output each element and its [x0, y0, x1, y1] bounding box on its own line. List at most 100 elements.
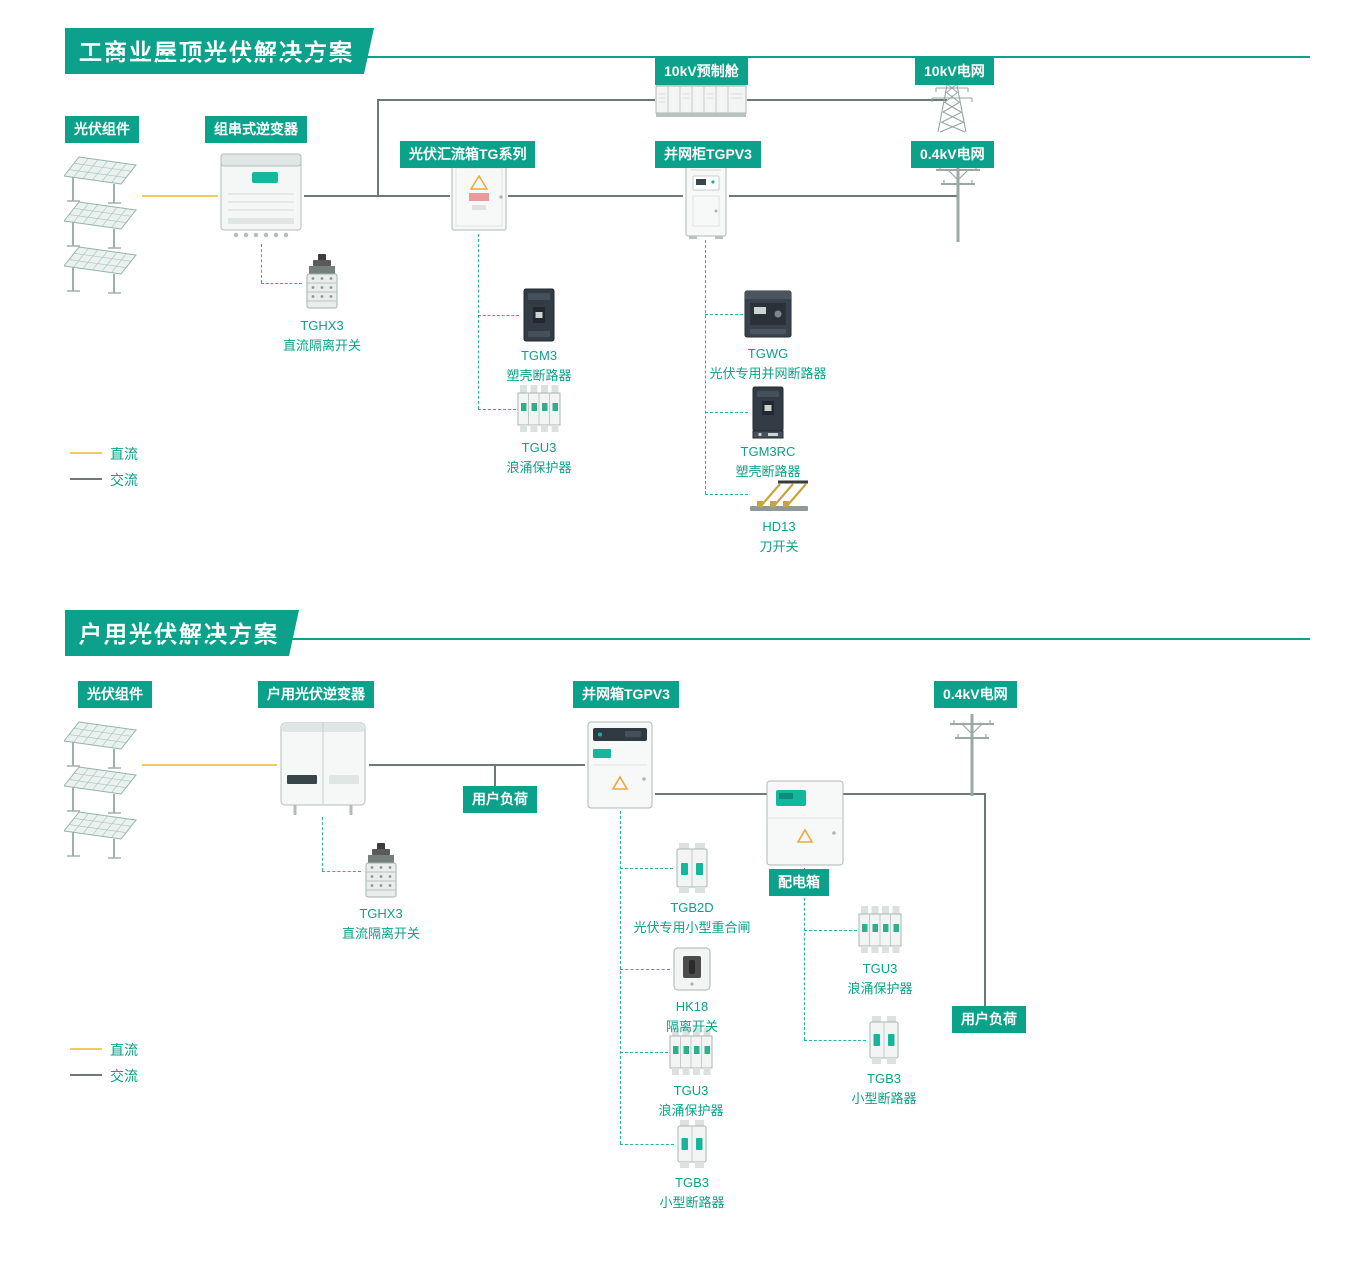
ac-line-cabinet-to-pole: [729, 195, 957, 197]
dc-isolator-icon: [302, 252, 342, 312]
component-name: 光伏专用小型重合闸: [633, 920, 751, 936]
label-prefab-cabin: 10kV预制舱: [655, 58, 748, 85]
ac-line-to-prefab-cabin: [377, 99, 655, 101]
section2-title: 户用光伏解决方案: [65, 610, 299, 656]
ac-line-inverter-to-combiner: [304, 195, 450, 197]
solar-panel-icon: [64, 766, 142, 814]
component-name: 浪涌保护器: [847, 981, 913, 997]
component-model: HK18: [675, 999, 709, 1014]
combiner-box-icon: [450, 162, 508, 234]
label-grid-box: 并网箱TGPV3: [573, 681, 679, 708]
callout-line-cabinet-tgm3rc: [705, 412, 748, 413]
caption-tgu3-dist: TGU3 浪涌保护器: [795, 959, 965, 999]
section2-title-rule: [65, 638, 1310, 640]
mcb-icon: [674, 1118, 710, 1170]
callout-line-gridbox-tgb2d: [620, 868, 673, 869]
component-model: TGM3: [520, 348, 558, 363]
isolating-switch-icon: [670, 944, 714, 994]
callout-line-inverter: [261, 244, 262, 283]
component-name: 小型断路器: [659, 1195, 725, 1211]
component-model: TGB3: [867, 1071, 901, 1086]
solar-panel-icon: [64, 721, 142, 769]
recloser-icon: [673, 841, 711, 895]
label-user-load-b: 用户负荷: [952, 1006, 1026, 1033]
legend-ac-swatch: [70, 1074, 102, 1076]
ac-line-inverter-to-gridbox: [369, 764, 585, 766]
prefab-cabin-icon: [655, 82, 747, 118]
component-name: 光伏专用并网断路器: [709, 366, 827, 382]
callout-line-cabinet: [705, 240, 706, 494]
mcb-icon: [866, 1014, 902, 1066]
caption-hd13: HD13 刀开关: [694, 517, 864, 557]
ac-line-user-load-drop: [494, 766, 496, 786]
component-name: 刀开关: [759, 539, 799, 555]
component-model: TGU3: [862, 961, 898, 976]
callout-line-combiner-tgm3: [478, 315, 519, 316]
string-inverter-icon: [218, 146, 304, 244]
component-model: TGU3: [673, 1083, 709, 1098]
grid-connection-box-icon: [585, 719, 655, 811]
component-name: 隔离开关: [665, 1019, 718, 1035]
callout-line-cabinet-hd13: [705, 494, 748, 495]
component-name: 直流隔离开关: [282, 338, 361, 354]
label-string-inverter: 组串式逆变器: [205, 116, 307, 143]
surge-protector-icon: [857, 904, 903, 956]
label-pv-modules: 光伏组件: [65, 116, 139, 143]
legend-ac-label: 交流: [110, 472, 138, 488]
label-grid-cabinet: 并网柜TGPV3: [655, 141, 761, 168]
ac-line-cabin-to-tower: [747, 99, 947, 101]
component-model: TGWG: [747, 346, 789, 361]
caption-hk18: HK18 隔离开关: [607, 997, 777, 1037]
label-pv-modules: 光伏组件: [78, 681, 152, 708]
caption-tghx3: TGHX3 直流隔离开关: [296, 904, 466, 944]
component-name: 塑壳断路器: [506, 368, 572, 384]
caption-tgu3-main: TGU3 浪涌保护器: [606, 1081, 776, 1121]
component-model: TGB2D: [670, 900, 714, 915]
legend-dc-swatch: [70, 1048, 102, 1050]
legend-dc-swatch: [70, 452, 102, 454]
legend-ac-swatch: [70, 478, 102, 480]
caption-tgm3rc: TGM3RC 塑壳断路器: [683, 442, 853, 482]
surge-protector-icon: [516, 383, 562, 435]
callout-line-home-inverter: [322, 817, 323, 871]
component-name: 塑壳断路器: [735, 464, 801, 480]
utility-pole-icon: [946, 710, 998, 798]
solar-panel-icon: [64, 811, 142, 859]
label-home-inverter: 户用光伏逆变器: [258, 681, 374, 708]
section1-title-rule: [65, 56, 1310, 58]
callout-line-gridbox-hk18: [620, 969, 670, 970]
caption-tgu3: TGU3 浪涌保护器: [454, 438, 624, 478]
component-model: TGB3: [675, 1175, 709, 1190]
component-name: 浪涌保护器: [658, 1103, 724, 1119]
solar-panel-icon: [64, 156, 142, 204]
dc-line-panels-to-inverter: [142, 195, 218, 197]
dc-line-panels-to-inverter: [142, 764, 277, 766]
label-grid-04kv: 0.4kV电网: [934, 681, 1017, 708]
component-model: TGHX3: [359, 906, 403, 921]
label-grid-04kv: 0.4kV电网: [911, 141, 994, 168]
callout-line-distbox-tgu3: [804, 930, 857, 931]
legend-dc-label: 直流: [110, 1042, 138, 1058]
callout-line-cabinet-tgwg: [705, 314, 743, 315]
caption-tgb2d: TGB2D 光伏专用小型重合闸: [602, 898, 782, 938]
component-name: 直流隔离开关: [341, 926, 420, 942]
component-model: TGM3RC: [740, 444, 796, 459]
ac-line-to-user-load: [984, 793, 986, 1008]
mccb-icon: [519, 287, 559, 343]
solar-panel-icon: [64, 246, 142, 294]
callout-line-combiner: [478, 234, 479, 409]
section1-title: 工商业屋顶光伏解决方案: [65, 28, 374, 74]
caption-tgb3-main: TGB3 小型断路器: [607, 1173, 777, 1213]
label-grid-10kv: 10kV电网: [915, 58, 994, 85]
solar-panel-icon: [64, 201, 142, 249]
mccb-rc-icon: [748, 385, 788, 439]
caption-tghx3: TGHX3 直流隔离开关: [237, 316, 407, 356]
legend-ac-label: 交流: [110, 1068, 138, 1084]
callout-line-distbox: [804, 868, 805, 1040]
component-model: TGHX3: [300, 318, 344, 333]
component-model: TGU3: [521, 440, 557, 455]
grid-breaker-icon: [743, 287, 793, 341]
callout-line-gridbox: [620, 811, 621, 1144]
label-dist-box: 配电箱: [769, 869, 829, 896]
